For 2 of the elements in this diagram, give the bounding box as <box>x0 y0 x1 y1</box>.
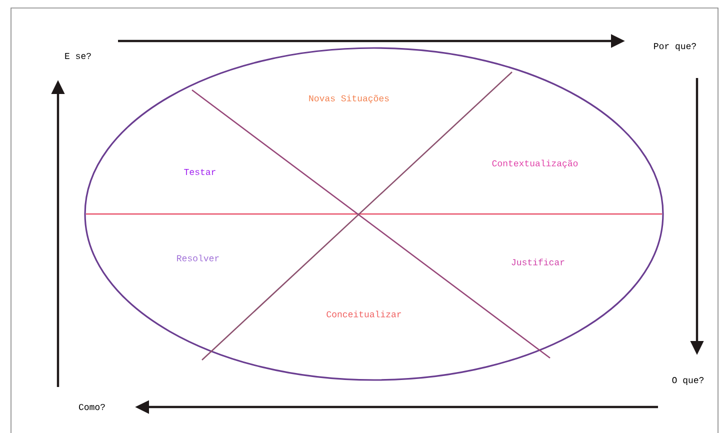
question-label: Como? <box>79 404 105 410</box>
question-label: O que? <box>672 377 704 385</box>
